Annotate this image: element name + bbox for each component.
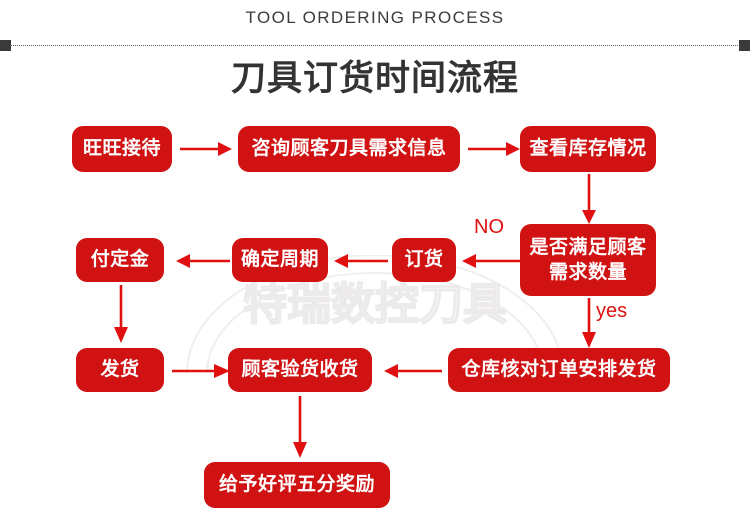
node-customer-inspect-receive[interactable]: 顾客验货收货 [228, 348, 372, 392]
node-give-five-star-review-reward[interactable]: 给予好评五分奖励 [204, 462, 390, 508]
arrow-deposit-to-shipment [112, 285, 130, 343]
node-warehouse-verify-arrange-shipment[interactable]: 仓库核对订单安排发货 [448, 348, 670, 392]
decision-line-1: 是否满足顾客 [529, 236, 647, 259]
node-place-order[interactable]: 订货 [392, 238, 456, 282]
arrow-n1-to-n2 [180, 140, 232, 158]
node-decision-meets-demand[interactable]: 是否满足顾客 需求数量 [520, 224, 656, 296]
arrow-order-to-confirm-cycle [330, 252, 388, 270]
node-pay-deposit[interactable]: 付定金 [76, 238, 164, 282]
divider-cap-left [0, 40, 11, 51]
arrow-warehouse-to-customer-inspection [380, 362, 442, 380]
arrow-decision-yes-to-warehouse [580, 298, 598, 348]
edge-label-no: NO [474, 216, 504, 238]
watermark-text: 特瑞数控刀具 [243, 279, 507, 330]
node-check-inventory[interactable]: 查看库存情况 [520, 126, 656, 172]
arrow-decision-no-to-order [458, 252, 520, 270]
node-consult-customer-requirements[interactable]: 咨询顾客刀具需求信息 [238, 126, 460, 172]
edge-label-yes: yes [596, 300, 628, 322]
node-ship-goods[interactable]: 发货 [76, 348, 164, 392]
arrow-n3-to-n4 [580, 174, 598, 224]
page-title: 刀具订货时间流程 [230, 59, 519, 99]
decision-line-2: 需求数量 [548, 261, 627, 283]
arrow-shipment-to-customer-inspection [172, 362, 230, 380]
arrow-confirm-cycle-to-deposit [172, 252, 230, 270]
node-wangwang-reception[interactable]: 旺旺接待 [72, 126, 172, 172]
divider-cap-right [739, 40, 750, 51]
header-divider [0, 40, 750, 52]
arrow-n2-to-n3 [468, 140, 520, 158]
page-subtitle-english: TOOL ORDERING PROCESS [245, 8, 505, 27]
arrow-inspection-to-review-reward [291, 396, 309, 458]
divider-dotted-line [10, 45, 740, 46]
node-confirm-cycle[interactable]: 确定周期 [232, 238, 328, 282]
